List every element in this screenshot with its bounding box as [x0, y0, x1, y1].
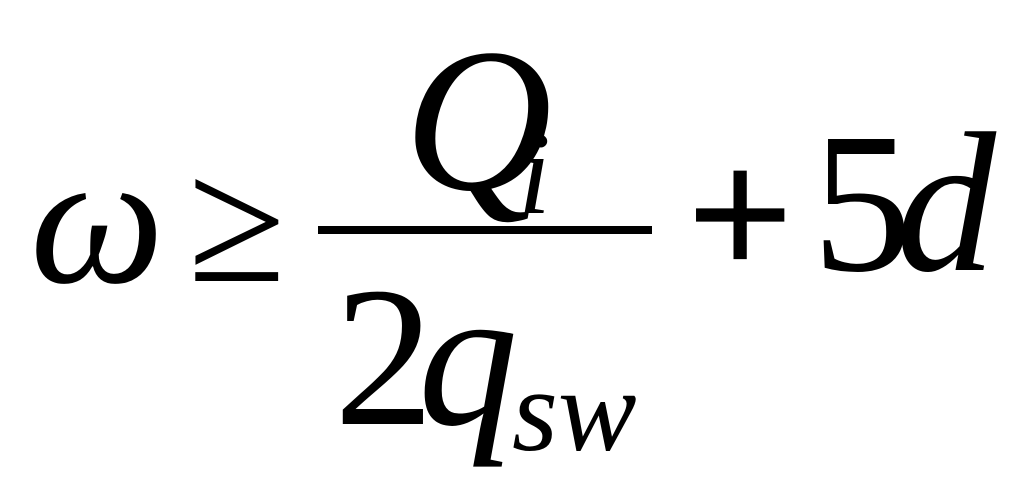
- denominator-subscript: sw: [512, 345, 637, 476]
- greater-or-equal-sign: ≥: [188, 122, 286, 320]
- fraction-bar: [318, 226, 652, 234]
- denominator-q: q: [418, 247, 518, 468]
- term-variable: d: [896, 93, 996, 314]
- plus-sign: +: [686, 110, 795, 320]
- denominator-coefficient: 2: [334, 247, 434, 468]
- term-coefficient: 5: [812, 93, 912, 314]
- numerator-q: Q: [404, 7, 553, 234]
- omega-symbol: ω: [30, 114, 165, 324]
- numerator-subscript: i: [518, 108, 551, 239]
